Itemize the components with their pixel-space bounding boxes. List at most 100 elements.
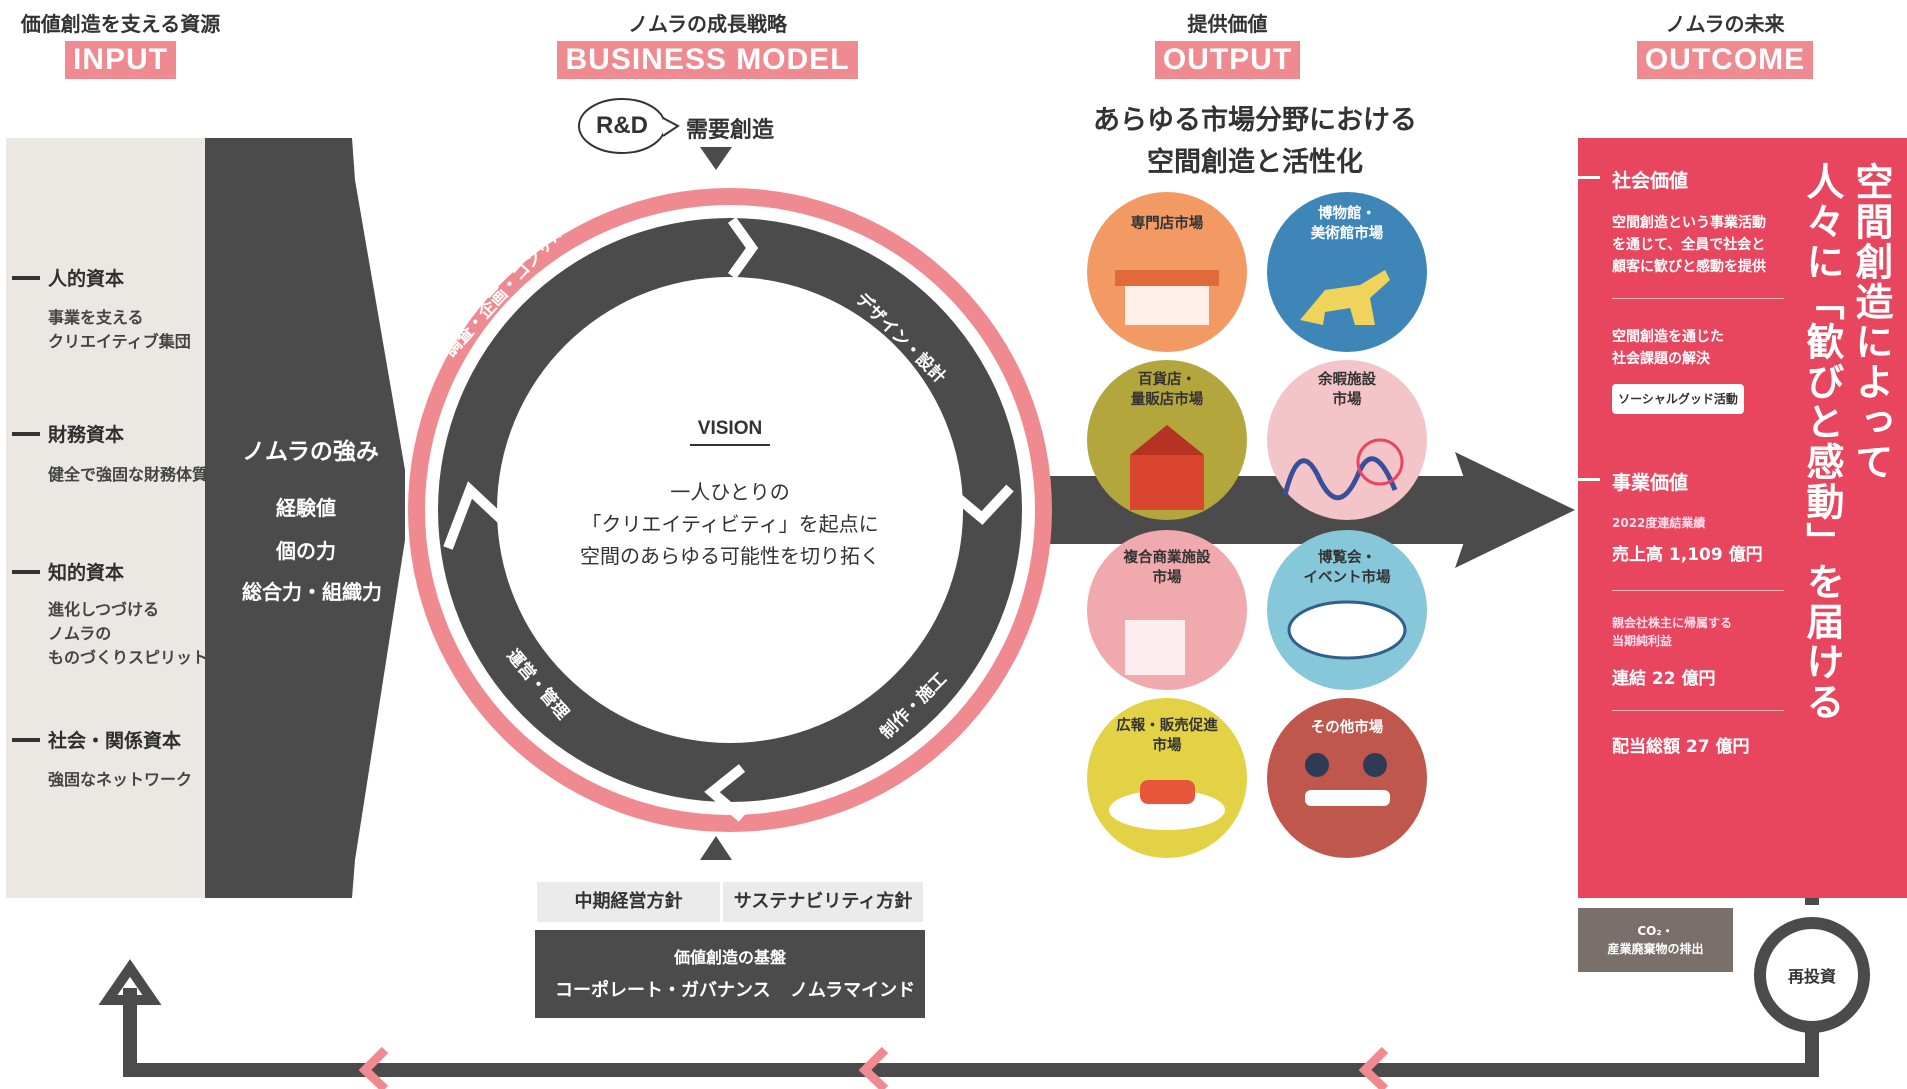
market-label-6-line-1: 博覧会・ bbox=[1318, 550, 1376, 566]
market-label-6-line-2: イベント市場 bbox=[1303, 570, 1391, 586]
emissions-line-2: 産業廃棄物の排出 bbox=[1607, 942, 1704, 956]
market-label-3: 百貨店・ 量販店市場 bbox=[1107, 370, 1227, 410]
foundation-title: 価値創造の基盤 bbox=[673, 948, 786, 967]
profit-label-line-1: 親会社株主に帰属する bbox=[1612, 616, 1733, 630]
sales-value: 売上高 1,109 億円 bbox=[1612, 545, 1763, 565]
dinosaur-illustration bbox=[1300, 270, 1390, 325]
vision-line-3: 空間のあらゆる可能性を切り拓く bbox=[580, 544, 880, 568]
separator-left bbox=[443, 481, 506, 550]
outcome-dash-1 bbox=[1578, 176, 1600, 179]
market-label-5-line-2: 市場 bbox=[1152, 570, 1182, 586]
outcome-header-sub: ノムラの未来 bbox=[1665, 12, 1785, 36]
social-good-badge[interactable]: ソーシャルグッド活動 bbox=[1612, 384, 1744, 414]
strengths-title: ノムラの強み bbox=[242, 439, 379, 465]
capital-desc-3-line-3: ものづくりスピリット bbox=[48, 648, 209, 667]
market-circle-4 bbox=[1267, 360, 1427, 520]
output-headline-line-2: 空間創造と活性化 bbox=[1147, 147, 1363, 178]
car-illustration bbox=[1140, 780, 1195, 804]
rd-label: R&D bbox=[596, 112, 648, 139]
feedback-chevron-2 bbox=[858, 1046, 889, 1089]
feedback-arrow-head bbox=[98, 959, 162, 1005]
market-label-1: 専門店市場 bbox=[1107, 214, 1227, 234]
separator-top bbox=[727, 217, 759, 279]
market-label-8-line-1: その他市場 bbox=[1310, 720, 1384, 736]
strength-item-3: 総合力・組織力 bbox=[242, 580, 382, 604]
policy-midterm: 中期経営方針 bbox=[537, 882, 720, 922]
outcome-dash-2 bbox=[1578, 478, 1600, 481]
strength-item-1: 経験値 bbox=[276, 496, 336, 520]
car-stage-illustration bbox=[1109, 790, 1225, 830]
market-label-4-line-2: 市場 bbox=[1332, 392, 1362, 408]
outcome-header-tag: OUTCOME bbox=[1636, 41, 1814, 79]
capital-desc-3: 進化しつづける ノムラの ものづくりスピリット bbox=[48, 598, 208, 670]
capital-dash-1 bbox=[12, 276, 40, 280]
reinvest-label: 再投資 bbox=[1787, 967, 1836, 986]
business-header-tag: BUSINESS MODEL bbox=[557, 41, 858, 79]
expo-illustration bbox=[1287, 600, 1407, 660]
capital-desc-2: 健全で強固な財務体質 bbox=[48, 463, 208, 487]
outcome-message-col-2: 人々に「歓びと感動」を届ける bbox=[1800, 162, 1845, 722]
market-label-8: その他市場 bbox=[1287, 718, 1407, 738]
policy-sustainability: サステナビリティ方針 bbox=[723, 882, 923, 922]
social-value-title: 社会価値 bbox=[1612, 170, 1689, 192]
market-label-3-line-2: 量販店市場 bbox=[1130, 392, 1204, 408]
separator-right bbox=[954, 484, 1014, 525]
output-header: 提供価値 OUTPUT bbox=[1130, 8, 1325, 79]
market-circles bbox=[1087, 192, 1427, 858]
market-label-2-line-2: 美術館市場 bbox=[1310, 226, 1384, 242]
output-headline: あらゆる市場分野における 空間創造と活性化 bbox=[1060, 100, 1450, 184]
capital-dash-3 bbox=[12, 570, 40, 574]
mall-illustration bbox=[1125, 620, 1185, 675]
social-desc-line-3: 顧客に歓びと感動を提供 bbox=[1612, 259, 1766, 275]
market-label-7-line-2: 市場 bbox=[1152, 738, 1182, 754]
social-value-desc: 空間創造という事業活動 を通じて、全員で社会と 顧客に歓びと感動を提供 bbox=[1612, 212, 1766, 278]
social-desc2-line-1: 空間創造を通じた bbox=[1612, 329, 1724, 345]
capital-desc-4-line-1: 強固なネットワーク bbox=[48, 770, 193, 789]
foundation-triangle bbox=[700, 836, 732, 860]
capital-title-4: 社会・関係資本 bbox=[48, 730, 182, 752]
strength-item-2: 個の力 bbox=[276, 539, 336, 563]
person-1-illustration bbox=[1305, 753, 1329, 777]
outcome-panel bbox=[1578, 138, 1907, 898]
vision-title: VISION bbox=[690, 418, 770, 446]
fy-label: 2022度連結業績 bbox=[1612, 516, 1706, 530]
feedback-chevron-1 bbox=[1358, 1046, 1389, 1089]
market-label-3-line-1: 百貨店・ bbox=[1138, 372, 1196, 388]
market-circle-8 bbox=[1267, 698, 1427, 858]
input-header-sub: 価値創造を支える資源 bbox=[20, 12, 221, 36]
market-label-2: 博物館・ 美術館市場 bbox=[1287, 204, 1407, 244]
outcome-header: ノムラの未来 OUTCOME bbox=[1620, 8, 1830, 79]
rollercoaster-illustration bbox=[1282, 456, 1398, 501]
social-desc2-line-2: 社会課題の解決 bbox=[1612, 351, 1710, 367]
market-label-7-line-1: 広報・販売促進 bbox=[1116, 718, 1218, 734]
social-value-desc-2: 空間創造を通じた 社会課題の解決 bbox=[1612, 326, 1724, 370]
dividend-value: 配当総額 27 億円 bbox=[1612, 737, 1750, 757]
vision-line-1: 一人ひとりの bbox=[670, 480, 790, 504]
foundation-box bbox=[535, 930, 925, 1018]
input-header: 価値創造を支える資源 INPUT bbox=[8, 8, 233, 79]
profit-label-line-2: 当期純利益 bbox=[1612, 634, 1673, 648]
business-header: ノムラの成長戦略 BUSINESS MODEL bbox=[555, 8, 860, 79]
main-arrow-head bbox=[1455, 452, 1575, 568]
meeting-table-illustration bbox=[1305, 790, 1390, 806]
capital-desc-1-line-1: 事業を支える bbox=[48, 308, 144, 327]
market-label-4: 余暇施設 市場 bbox=[1287, 370, 1407, 410]
emissions-label: CO₂・ 産業廃棄物の排出 bbox=[1578, 922, 1733, 958]
capital-title-2: 財務資本 bbox=[48, 424, 125, 446]
market-label-6: 博覧会・ イベント市場 bbox=[1287, 548, 1407, 588]
outcome-divider-2 bbox=[1612, 590, 1784, 591]
separator-bottom bbox=[704, 764, 746, 822]
business-value-title: 事業価値 bbox=[1612, 472, 1689, 494]
demand-label: 需要創造 bbox=[686, 118, 775, 143]
capital-desc-3-line-1: 進化しつづける bbox=[48, 600, 160, 619]
emissions-box bbox=[1578, 908, 1733, 972]
feedback-chevron-3 bbox=[358, 1046, 389, 1089]
output-headline-line-1: あらゆる市場分野における bbox=[1093, 105, 1417, 136]
emissions-line-1: CO₂・ bbox=[1637, 924, 1674, 938]
market-label-4-line-1: 余暇施設 bbox=[1318, 372, 1376, 388]
ring-separators bbox=[443, 217, 1014, 822]
market-label-5-line-1: 複合商業施設 bbox=[1123, 550, 1211, 566]
foundation-item-governance: コーポレート・ガバナンス bbox=[555, 980, 771, 1001]
business-header-sub: ノムラの成長戦略 bbox=[628, 12, 787, 36]
